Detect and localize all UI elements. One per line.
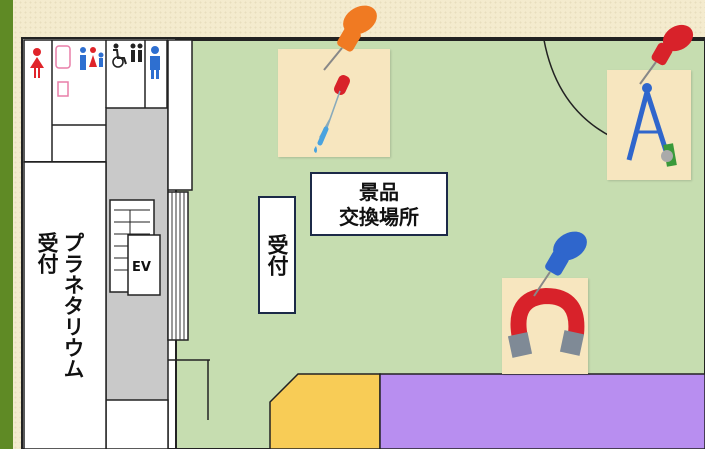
prize-exchange-line-1: 景品 xyxy=(359,180,399,204)
planetarium-reception-text: 受付 xyxy=(35,232,59,274)
wheelchair-icon xyxy=(112,43,143,68)
gate xyxy=(167,191,189,341)
reception-text: 受付 xyxy=(265,234,289,276)
left-frame-border xyxy=(0,0,13,449)
pushpin-icon xyxy=(533,231,587,297)
prize-exchange-label: 景品 交換場所 xyxy=(310,172,448,236)
planetarium-reception-label: プラネタリウム 受付 xyxy=(34,232,86,379)
compass-sticker[interactable] xyxy=(607,70,691,180)
pushpin-icon xyxy=(323,5,377,71)
restroom-female-icon xyxy=(30,48,44,78)
yellow-area xyxy=(269,373,381,449)
purple-area xyxy=(379,373,705,449)
prize-exchange-line-2: 交換場所 xyxy=(339,205,419,229)
baby-changing-icon xyxy=(55,45,71,97)
elevator-box xyxy=(127,234,161,296)
pushpin-icon xyxy=(639,24,694,85)
elevator-label: EV xyxy=(132,260,151,275)
dropper-icon xyxy=(314,75,351,153)
reception-label: 受付 xyxy=(258,196,296,314)
restroom-family-icon xyxy=(80,47,104,70)
dropper-sticker[interactable] xyxy=(278,49,390,157)
magnet-sticker[interactable] xyxy=(502,278,588,374)
planetarium-text: プラネタリウム xyxy=(61,232,85,379)
compass-icon xyxy=(626,83,677,167)
wall-column xyxy=(167,39,193,191)
planetarium-zone xyxy=(23,161,107,449)
magnet-icon xyxy=(507,287,585,358)
restroom-male-icon xyxy=(150,46,160,79)
